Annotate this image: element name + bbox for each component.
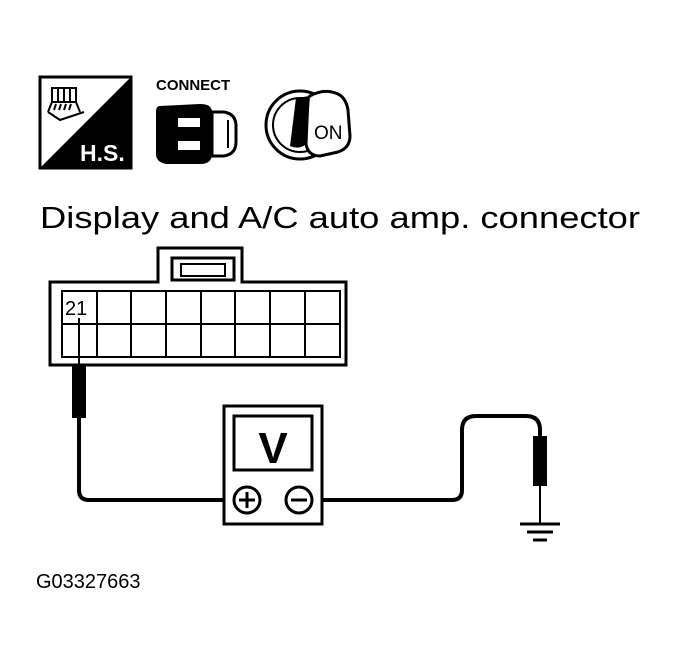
harness-sensor-icon: H.S. [38,75,133,170]
connector-body [48,246,348,367]
ignition-key-icon: ON [264,89,352,161]
voltmeter: V [222,404,324,526]
figure-code: G03327663 [36,571,141,593]
ground-test-lead [322,414,547,524]
connector-connect-icon: CONNECT [156,77,238,164]
pin-21-label: 21 [65,298,87,320]
harness-sensor-label: H.S. [80,140,125,166]
ignition-on-label: ON [314,123,343,144]
positive-test-lead [72,318,224,502]
voltmeter-display-label: V [258,424,288,473]
connect-label: CONNECT [156,77,230,94]
connector-title: Display and A/C auto amp. connector [40,200,640,235]
ground-symbol [520,522,560,542]
